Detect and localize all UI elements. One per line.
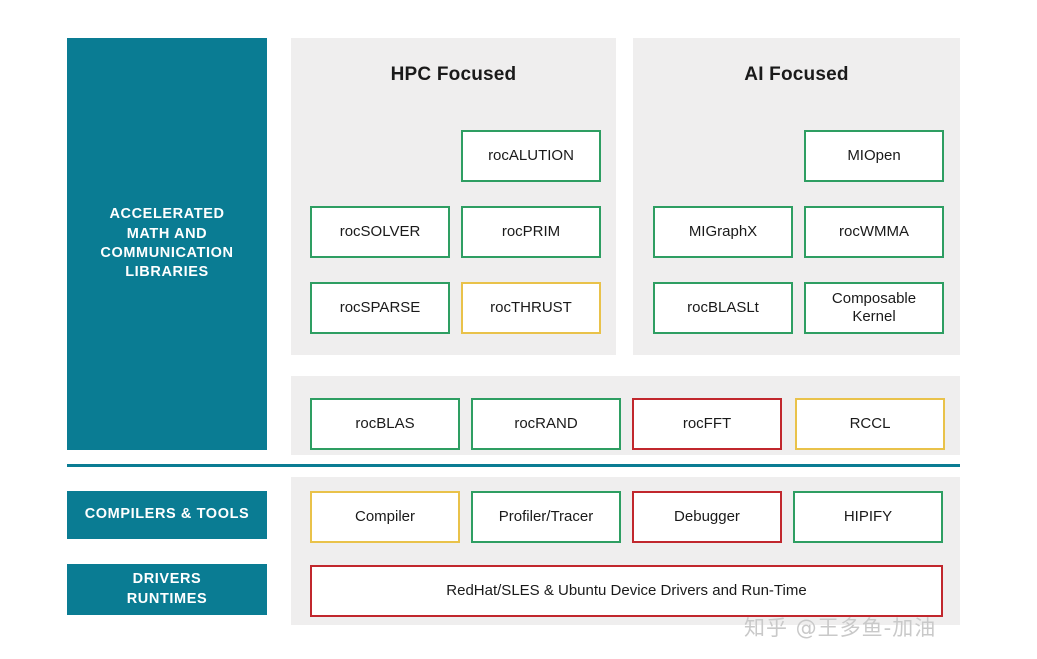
library-box-label: rocALUTION — [488, 147, 574, 164]
tool-box-label: Profiler/Tracer — [498, 508, 594, 525]
library-box-label: MIGraphX — [688, 223, 758, 240]
library-box-label: rocBLASLt — [687, 299, 759, 316]
library-box-label: rocBLAS — [355, 415, 415, 432]
tool-box-compiler[interactable]: Compiler — [310, 491, 460, 543]
drivers-line-2: RUNTIMES — [126, 590, 208, 607]
ai-focused-panel: AI Focused MIOpen MIGraphX rocWMMA rocBL… — [633, 38, 960, 355]
library-box-rocrand[interactable]: rocRAND — [471, 398, 621, 450]
driver-box-device-drivers-runtime[interactable]: RedHat/SLES & Ubuntu Device Drivers and … — [310, 565, 943, 617]
library-box-label: rocWMMA — [839, 223, 909, 240]
library-box-label: MIOpen — [847, 147, 901, 164]
tools-and-drivers-panel: Compiler Profiler/Tracer Debugger HIPIFY… — [291, 477, 960, 625]
library-box-label-line-1: Composable — [831, 290, 917, 307]
tool-box-label: HIPIFY — [843, 508, 893, 525]
library-box-rocfft[interactable]: rocFFT — [632, 398, 782, 450]
library-box-label: rocFFT — [682, 415, 732, 432]
accel-line-1: ACCELERATED — [109, 206, 225, 223]
library-box-composable-kernel[interactable]: Composable Kernel — [804, 282, 944, 334]
library-box-label: rocSPARSE — [339, 299, 421, 316]
driver-box-label: RedHat/SLES & Ubuntu Device Drivers and … — [446, 582, 807, 599]
tool-box-profiler-tracer[interactable]: Profiler/Tracer — [471, 491, 621, 543]
library-box-label: rocTHRUST — [490, 299, 572, 316]
library-box-label: rocPRIM — [501, 223, 561, 240]
accel-line-4: LIBRARIES — [125, 264, 209, 281]
library-box-rocalution[interactable]: rocALUTION — [461, 130, 601, 182]
library-box-rocwmma[interactable]: rocWMMA — [804, 206, 944, 258]
library-box-miopen[interactable]: MIOpen — [804, 130, 944, 182]
library-box-label: RCCL — [849, 415, 891, 432]
hpc-focused-panel: HPC Focused rocALUTION rocSOLVER rocPRIM… — [291, 38, 616, 355]
accel-line-2: MATH AND — [126, 225, 208, 242]
drivers-runtimes-label: DRIVERS RUNTIMES — [67, 564, 267, 615]
library-box-label: rocSOLVER — [339, 223, 421, 240]
library-box-label-line-2: Kernel — [852, 308, 896, 325]
accelerated-math-libraries-label: ACCELERATED MATH AND COMMUNICATION LIBRA… — [67, 38, 267, 450]
section-divider — [67, 464, 960, 467]
tool-box-hipify[interactable]: HIPIFY — [793, 491, 943, 543]
tool-box-label: Debugger — [674, 508, 740, 525]
accel-line-3: COMMUNICATION — [100, 245, 234, 261]
library-box-rocthrust[interactable]: rocTHRUST — [461, 282, 601, 334]
watermark-text: 知乎 @王多鱼-加油 — [744, 616, 937, 640]
library-box-rocblas[interactable]: rocBLAS — [310, 398, 460, 450]
library-box-rocblaslt[interactable]: rocBLASLt — [653, 282, 793, 334]
drivers-line-1: DRIVERS — [132, 571, 202, 588]
library-box-rocsolver[interactable]: rocSOLVER — [310, 206, 450, 258]
compilers-and-tools-label: COMPILERS & TOOLS — [67, 491, 267, 539]
tool-box-debugger[interactable]: Debugger — [632, 491, 782, 543]
library-box-label: rocRAND — [514, 415, 578, 432]
compilers-label-text: COMPILERS & TOOLS — [84, 506, 250, 523]
hpc-panel-title: HPC Focused — [390, 64, 517, 85]
library-box-rocprim[interactable]: rocPRIM — [461, 206, 601, 258]
ai-panel-title: AI Focused — [744, 64, 849, 85]
core-libraries-panel: rocBLAS rocRAND rocFFT RCCL — [291, 376, 960, 455]
tool-box-label: Compiler — [354, 508, 415, 525]
library-box-rccl[interactable]: RCCL — [795, 398, 945, 450]
library-box-rocsparse[interactable]: rocSPARSE — [310, 282, 450, 334]
library-box-migraphx[interactable]: MIGraphX — [653, 206, 793, 258]
